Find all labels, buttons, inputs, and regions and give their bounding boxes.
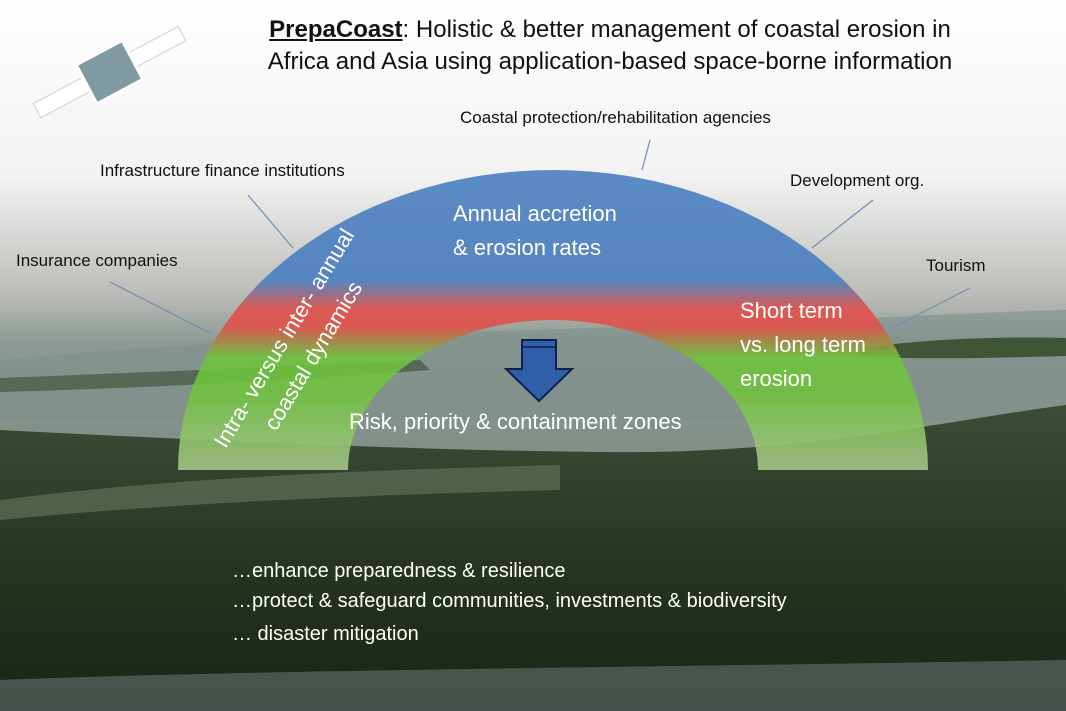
label-annual-rates: Annual accretion & erosion rates — [453, 197, 617, 265]
stakeholder-insurance: Insurance companies — [16, 251, 178, 270]
label-short-long: Short term vs. long term erosion — [740, 294, 866, 396]
label-short-line3: erosion — [740, 366, 813, 391]
outcome-protect: …protect & safeguard communities, invest… — [232, 590, 787, 612]
down-arrow-icon — [503, 339, 575, 403]
title-brand: PrepaCoast — [269, 16, 403, 43]
connector-coastal-agencies — [641, 139, 651, 171]
label-annual-line2: & erosion rates — [453, 235, 601, 260]
connector-insurance — [109, 281, 211, 334]
connector-development — [811, 199, 874, 249]
stakeholder-finance: Infrastructure finance institutions — [100, 161, 345, 180]
label-short-line1: Short term — [740, 298, 843, 323]
stakeholder-tourism: Tourism — [926, 256, 986, 275]
diagram-title: PrepaCoast: Holistic & better management… — [160, 14, 1060, 78]
label-risk-zones: Risk, priority & containment zones — [349, 409, 682, 434]
label-annual-line1: Annual accretion — [453, 201, 617, 226]
dynamics-arc — [178, 170, 928, 470]
connector-lines — [109, 139, 971, 334]
title-line1: : Holistic & better management of coasta… — [402, 16, 951, 43]
village-strip — [0, 465, 560, 520]
foreground-water — [0, 660, 1066, 711]
label-short-line2: vs. long term — [740, 332, 866, 357]
outcome-preparedness: …enhance preparedness & resilience — [232, 560, 566, 582]
connector-tourism — [887, 287, 971, 331]
connector-finance — [247, 194, 294, 249]
stakeholder-coastal-agencies: Coastal protection/rehabilitation agenci… — [460, 108, 771, 127]
satellite-icon — [32, 25, 187, 119]
stakeholder-development: Development org. — [790, 171, 925, 190]
title-line2: Africa and Asia using application-based … — [267, 48, 953, 75]
island-right — [860, 337, 1066, 359]
outcome-mitigation: … disaster mitigation — [232, 623, 419, 645]
